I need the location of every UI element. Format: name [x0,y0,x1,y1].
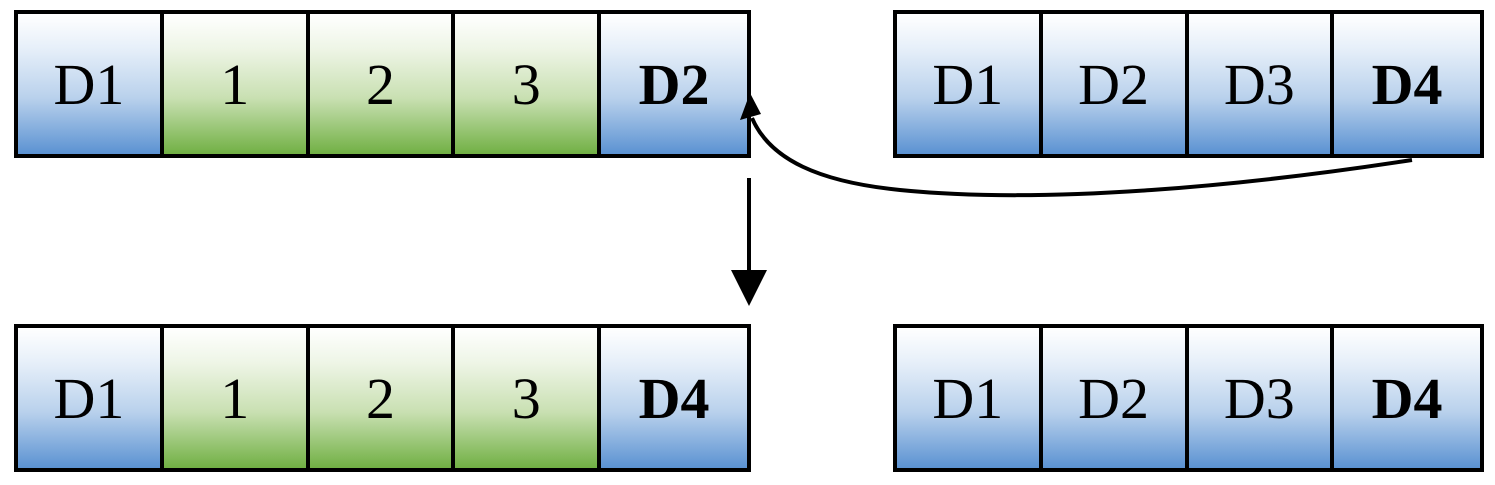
bottom-left-cell-d1: D1 [18,328,164,468]
top-left-cell-1: 1 [163,14,310,154]
top-right-cell-d2: D2 [1042,14,1189,154]
top-left-cell-d1: D1 [18,14,164,154]
down-arrow-head-icon [731,270,767,306]
bottom-left-block-row: D1 1 2 3 D4 [14,324,751,472]
top-left-cell-2: 2 [309,14,456,154]
top-left-cell-3: 3 [455,14,602,154]
top-right-block-row: D1 D2 D3 D4 [893,10,1484,158]
bottom-left-cell-1: 1 [163,328,310,468]
bottom-left-cell-2: 2 [309,328,456,468]
bottom-right-block-row: D1 D2 D3 D4 [893,324,1484,472]
top-right-cell-d3: D3 [1188,14,1335,154]
top-right-cell-d1: D1 [897,14,1043,154]
bottom-right-cell-d2: D2 [1042,328,1189,468]
top-left-cell-d2: D2 [601,14,747,154]
bottom-left-cell-3: 3 [455,328,602,468]
top-left-block-row: D1 1 2 3 D2 [14,10,751,158]
top-right-cell-d4: D4 [1334,14,1480,154]
bottom-left-cell-d4: D4 [601,328,747,468]
bottom-right-cell-d3: D3 [1188,328,1335,468]
bottom-right-cell-d4: D4 [1334,328,1480,468]
bottom-right-cell-d1: D1 [897,328,1043,468]
